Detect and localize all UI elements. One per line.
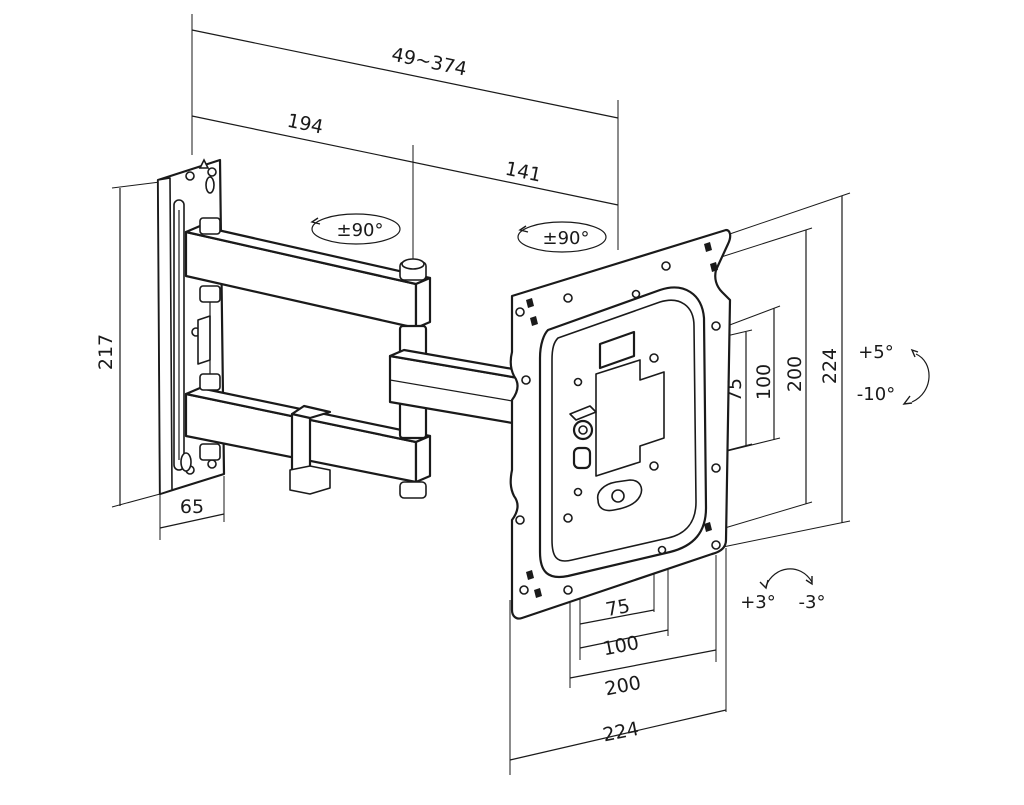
- vesa-h-224-label: 224: [601, 718, 641, 747]
- level-minus-label: -3°: [799, 592, 826, 613]
- swivel-1-label: ±90°: [337, 220, 384, 241]
- tilt-indicator: [902, 348, 930, 405]
- wall-plate-width-label: 65: [180, 496, 204, 518]
- total-reach-label: 49~374: [390, 44, 469, 81]
- vesa-h-75-label: 75: [604, 595, 632, 621]
- arm-segment-1-label: 194: [285, 110, 325, 139]
- vesa-h-200-label: 200: [603, 672, 643, 701]
- level-indicator: [759, 568, 813, 590]
- vesa-v-200-label: 200: [784, 356, 806, 392]
- wall-plate-height-label: 217: [95, 334, 117, 370]
- swivel-2-label: ±90°: [543, 228, 590, 249]
- level-plus-label: +3°: [740, 592, 776, 613]
- vesa-plate: [509, 228, 732, 620]
- swivel-2-indicator: [517, 221, 607, 253]
- tilt-down-label: -10°: [857, 384, 895, 405]
- first-arm: [184, 217, 432, 495]
- vesa-v-75-label: 75: [724, 378, 746, 402]
- vesa-h-100-label: 100: [601, 632, 641, 661]
- swivel-1-indicator: [310, 213, 401, 245]
- tilt-up-label: +5°: [858, 342, 894, 363]
- vesa-v-224-label: 224: [819, 348, 841, 384]
- vesa-v-100-label: 100: [753, 364, 775, 400]
